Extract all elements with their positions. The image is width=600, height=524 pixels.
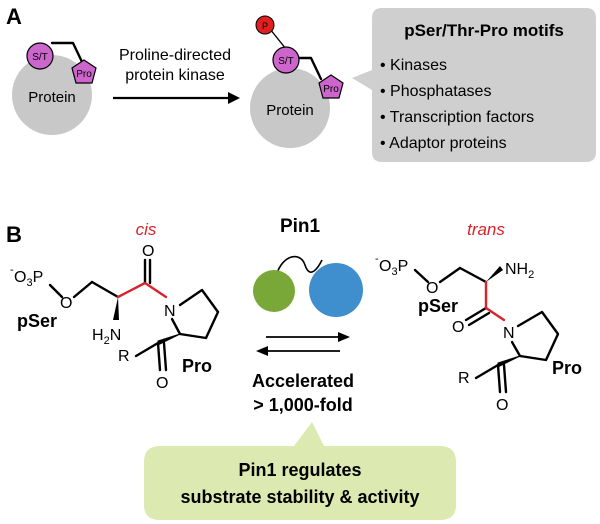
r-label: R bbox=[458, 370, 470, 387]
bond bbox=[413, 268, 430, 284]
motifs-callout: pSer/Thr-Pro motifs • Kinases • Phosphat… bbox=[352, 8, 596, 162]
o3p-label: O3P bbox=[379, 258, 408, 278]
phosphorylated-protein: Protein S/T P Pro bbox=[250, 15, 344, 148]
pin1-enzyme: Pin1 bbox=[253, 216, 363, 317]
motif-item: • Phosphatases bbox=[380, 83, 491, 100]
pin1-label: Pin1 bbox=[280, 216, 321, 237]
equilibrium-arrows: Accelerated > 1,000-fold bbox=[252, 332, 354, 415]
bond bbox=[48, 283, 64, 299]
motif-item: • Kinases bbox=[380, 57, 447, 74]
arrow-label-line2: protein kinase bbox=[125, 67, 225, 84]
wedge-bond bbox=[113, 297, 119, 320]
pyrrolidine-ring bbox=[516, 310, 560, 362]
peptide-bond bbox=[116, 281, 147, 299]
charge-minus: - bbox=[10, 264, 14, 276]
carbonyl-bond bbox=[467, 311, 491, 327]
panel-a-label: A bbox=[6, 4, 22, 29]
callout-line2: substrate stability & activity bbox=[180, 487, 419, 507]
h2n-label: H2N bbox=[92, 327, 121, 347]
bond bbox=[438, 266, 462, 284]
wedge-bond bbox=[497, 355, 521, 368]
wedge-bond bbox=[157, 333, 181, 346]
pser-label-trans: pSer bbox=[418, 296, 458, 316]
cis-label: cis bbox=[136, 220, 157, 239]
linker-line bbox=[50, 41, 85, 66]
pro-residue bbox=[71, 59, 97, 84]
trans-label: trans bbox=[467, 220, 505, 239]
st-label-2: S/T bbox=[278, 56, 294, 67]
bond bbox=[170, 317, 182, 336]
callout-line1: Pin1 regulates bbox=[238, 460, 361, 480]
st-residue-2 bbox=[272, 46, 300, 74]
panel-b-label: B bbox=[6, 222, 22, 247]
pro-label-2: Pro bbox=[323, 84, 339, 95]
bond bbox=[134, 341, 160, 358]
cis-isomer-structure: cis - O3P O pSer H2N O N R O Pro bbox=[10, 220, 220, 392]
pro-label: Pro bbox=[76, 69, 92, 80]
motif-item: • Transcription factors bbox=[380, 109, 534, 126]
pser-label: pSer bbox=[17, 311, 57, 331]
reverse-arrowhead bbox=[256, 346, 268, 356]
arrow-head bbox=[228, 92, 240, 104]
bond bbox=[502, 363, 508, 394]
n-label: N bbox=[503, 325, 515, 342]
forward-arrowhead bbox=[338, 332, 350, 342]
trans-isomer-structure: trans - O3P O NH2 pSer O N R O Pro bbox=[375, 220, 582, 414]
callout-bg bbox=[144, 422, 456, 520]
pin1-ww-domain bbox=[253, 270, 295, 312]
protein-circle-2 bbox=[250, 68, 330, 148]
kinase-arrow: Proline-directed protein kinase bbox=[113, 47, 240, 104]
phosphate-group bbox=[255, 15, 275, 35]
acyl-oxygen: O bbox=[156, 375, 168, 392]
bond bbox=[458, 266, 488, 284]
pin1-ppiase-domain bbox=[309, 263, 363, 317]
n-label: N bbox=[164, 303, 176, 320]
r-label: R bbox=[118, 348, 130, 365]
ester-oxygen: O bbox=[60, 295, 72, 312]
motif-item: • Adaptor proteins bbox=[380, 135, 507, 152]
accel-line1: Accelerated bbox=[252, 371, 354, 391]
arrow-label-line1: Proline-directed bbox=[119, 47, 231, 64]
charge-minus: - bbox=[375, 253, 379, 265]
protein-circle bbox=[12, 55, 92, 135]
bond bbox=[72, 280, 94, 299]
o3p-label: O3P bbox=[14, 269, 43, 289]
st-label: S/T bbox=[32, 52, 48, 63]
protein-label-2: Protein bbox=[266, 102, 314, 119]
pin1-callout: Pin1 regulates substrate stability & act… bbox=[144, 422, 456, 520]
protein-label: Protein bbox=[28, 89, 76, 106]
nh2-label: NH2 bbox=[505, 261, 534, 281]
carbonyl-bond bbox=[464, 306, 488, 322]
motifs-box-bg bbox=[352, 8, 596, 162]
bond bbox=[496, 363, 502, 394]
pin1-linker bbox=[274, 255, 323, 281]
bond bbox=[510, 340, 522, 358]
phosphate-label: P bbox=[262, 21, 268, 31]
motifs-title: pSer/Thr-Pro motifs bbox=[404, 21, 564, 40]
accel-line2: > 1,000-fold bbox=[253, 395, 353, 415]
wedge-bond bbox=[486, 266, 503, 282]
carbonyl-oxygen: O bbox=[452, 319, 464, 336]
carbonyl-oxygen: O bbox=[142, 243, 154, 260]
ester-oxygen: O bbox=[426, 280, 438, 297]
st-residue bbox=[26, 42, 54, 70]
phospho-bond bbox=[269, 28, 287, 50]
bond bbox=[162, 341, 168, 372]
peptide-bond bbox=[484, 306, 506, 322]
peptide-bond bbox=[143, 281, 168, 299]
bond bbox=[474, 363, 500, 380]
acyl-oxygen: O bbox=[496, 397, 508, 414]
pyrrolidine-ring bbox=[178, 288, 220, 340]
bond bbox=[90, 280, 120, 299]
pro-label-trans: Pro bbox=[552, 358, 582, 378]
bond bbox=[156, 341, 162, 372]
pro-residue-2 bbox=[318, 74, 344, 99]
pro-label-cis: Pro bbox=[182, 356, 212, 376]
unphosphorylated-protein: Protein S/T Pro bbox=[12, 41, 97, 135]
